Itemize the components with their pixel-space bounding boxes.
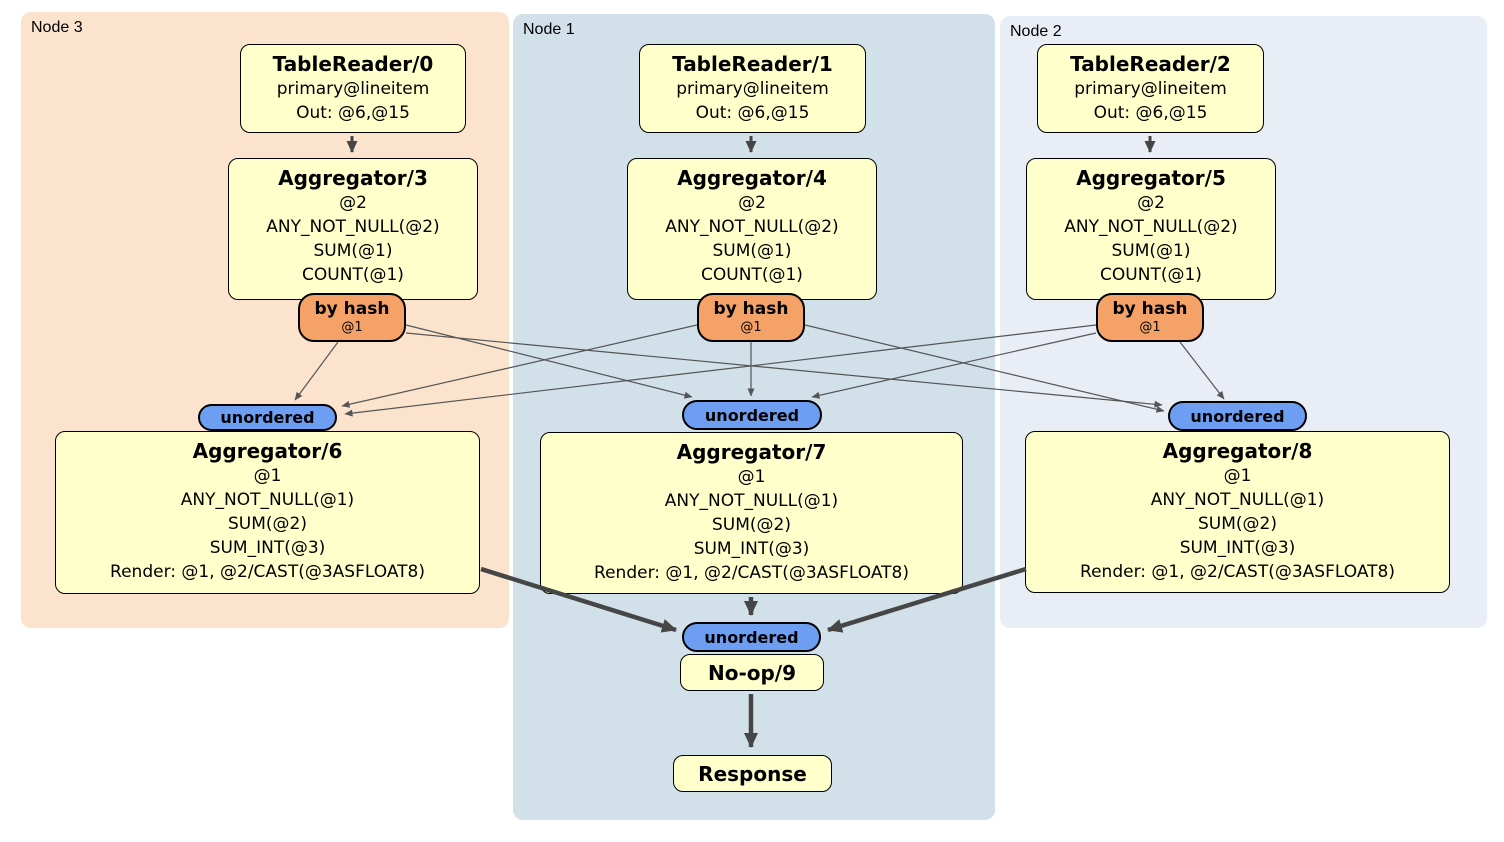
sync-unordered-node3: unordered (198, 404, 337, 431)
processor-detail: SUM_INT(@3) (209, 538, 326, 558)
processor-detail: Out: @6,@15 (695, 103, 810, 123)
router-label: by hash (713, 299, 789, 319)
processor-title: TableReader/1 (672, 52, 833, 76)
processor-title: Aggregator/6 (192, 439, 343, 463)
router-by-hash-3: by hash @1 (298, 293, 406, 342)
processor-detail: COUNT(@1) (302, 265, 404, 285)
processor-title: Aggregator/5 (1076, 166, 1226, 190)
processor-detail: @2 (738, 193, 766, 213)
region-label-node-1: Node 1 (523, 21, 575, 38)
processor-detail: Render: @1, @2/CAST(@3ASFLOAT8) (1080, 562, 1395, 582)
router-detail: @1 (1139, 320, 1161, 335)
sync-unordered-final: unordered (682, 622, 821, 652)
sync-unordered-node2: unordered (1168, 401, 1307, 431)
router-by-hash-5: by hash @1 (1096, 293, 1204, 342)
processor-aggregator-7: Aggregator/7 @1 ANY_NOT_NULL(@1) SUM(@2)… (540, 432, 963, 594)
sync-label: unordered (1190, 406, 1285, 426)
processor-aggregator-4: Aggregator/4 @2 ANY_NOT_NULL(@2) SUM(@1)… (627, 158, 877, 300)
processor-detail: Render: @1, @2/CAST(@3ASFLOAT8) (594, 563, 909, 583)
processor-detail: @2 (1137, 193, 1165, 213)
processor-title: No-op/9 (707, 660, 797, 685)
processor-detail: @1 (737, 467, 766, 487)
processor-title: Aggregator/4 (677, 166, 827, 190)
processor-detail: primary@lineitem (276, 79, 430, 99)
processor-detail: @1 (1223, 466, 1252, 486)
router-detail: @1 (341, 320, 363, 335)
processor-detail: Out: @6,@15 (1093, 103, 1208, 123)
processor-detail: SUM_INT(@3) (1179, 538, 1296, 558)
processor-detail: ANY_NOT_NULL(@2) (266, 217, 440, 237)
processor-detail: ANY_NOT_NULL(@2) (1064, 217, 1238, 237)
region-label-node-2: Node 2 (1010, 23, 1062, 40)
processor-title: Aggregator/3 (278, 166, 428, 190)
processor-noop-9: No-op/9 (680, 654, 824, 691)
processor-detail: Render: @1, @2/CAST(@3ASFLOAT8) (110, 562, 425, 582)
processor-title: Aggregator/8 (1162, 439, 1313, 463)
processor-title: TableReader/0 (272, 52, 434, 76)
processor-detail: Out: @6,@15 (296, 103, 410, 123)
region-label-node-3: Node 3 (31, 19, 83, 36)
processor-detail: primary@lineitem (1074, 79, 1227, 99)
sync-unordered-node1: unordered (682, 400, 822, 430)
sync-label: unordered (220, 408, 315, 427)
processor-tablereader-0: TableReader/0 primary@lineitem Out: @6,@… (240, 44, 466, 133)
processor-title: Aggregator/7 (676, 440, 827, 464)
processor-detail: SUM(@2) (712, 515, 791, 535)
processor-tablereader-1: TableReader/1 primary@lineitem Out: @6,@… (639, 44, 866, 133)
processor-detail: ANY_NOT_NULL(@2) (665, 217, 839, 237)
sync-label: unordered (704, 405, 800, 425)
processor-detail: SUM(@2) (228, 514, 307, 534)
processor-detail: SUM(@1) (1111, 241, 1191, 261)
processor-detail: @1 (253, 466, 282, 486)
processor-aggregator-5: Aggregator/5 @2 ANY_NOT_NULL(@2) SUM(@1)… (1026, 158, 1276, 300)
processor-tablereader-2: TableReader/2 primary@lineitem Out: @6,@… (1037, 44, 1264, 133)
processor-aggregator-8: Aggregator/8 @1 ANY_NOT_NULL(@1) SUM(@2)… (1025, 431, 1450, 593)
processor-detail: primary@lineitem (676, 79, 829, 99)
router-label: by hash (314, 299, 390, 319)
processor-detail: @2 (339, 193, 367, 213)
processor-detail: SUM(@2) (1198, 514, 1277, 534)
processor-detail: SUM(@1) (712, 241, 792, 261)
processor-detail: SUM_INT(@3) (693, 539, 810, 559)
processor-detail: COUNT(@1) (701, 265, 803, 285)
processor-detail: ANY_NOT_NULL(@1) (1150, 490, 1325, 510)
processor-detail: ANY_NOT_NULL(@1) (664, 491, 839, 511)
processor-detail: ANY_NOT_NULL(@1) (180, 490, 355, 510)
sync-label: unordered (704, 627, 799, 647)
processor-aggregator-3: Aggregator/3 @2 ANY_NOT_NULL(@2) SUM(@1)… (228, 158, 478, 300)
router-label: by hash (1112, 299, 1188, 319)
processor-title: Response (698, 761, 807, 786)
router-by-hash-4: by hash @1 (697, 293, 805, 342)
processor-aggregator-6: Aggregator/6 @1 ANY_NOT_NULL(@1) SUM(@2)… (55, 431, 480, 594)
processor-detail: SUM(@1) (313, 241, 393, 261)
processor-title: TableReader/2 (1070, 52, 1231, 76)
router-detail: @1 (740, 320, 762, 335)
processor-detail: COUNT(@1) (1100, 265, 1202, 285)
processor-response: Response (673, 755, 832, 792)
